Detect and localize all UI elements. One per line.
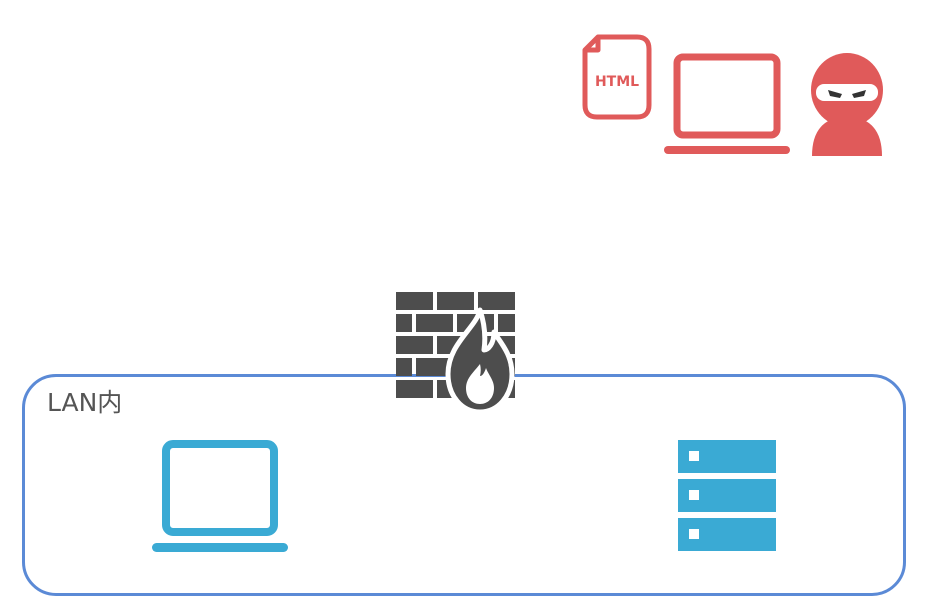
ninja-icon [811, 53, 883, 156]
attacker-laptop-icon [664, 53, 790, 154]
firewall-icon [396, 292, 515, 414]
server-icon [678, 440, 776, 551]
html-file-icon: HTML [582, 34, 652, 120]
lan-label: LAN内 [47, 388, 123, 417]
lan-laptop-icon [152, 440, 288, 552]
html-file-label: HTML [595, 74, 639, 90]
